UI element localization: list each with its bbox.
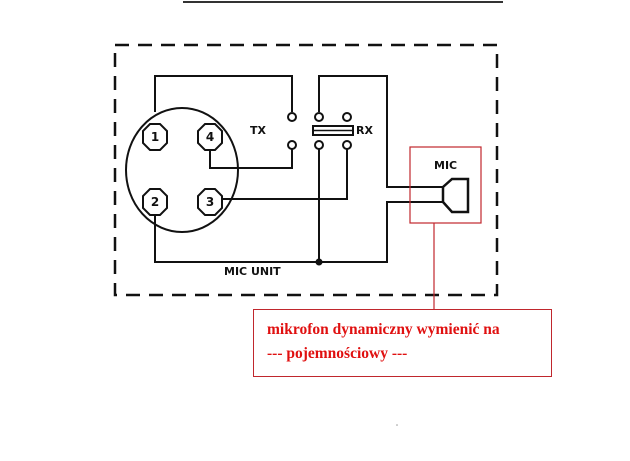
pin-4-label: 4	[206, 130, 214, 144]
connector-pins	[142, 123, 223, 216]
annotation-line-2: --- pojemnościowy ---	[267, 345, 408, 362]
connector-body	[125, 107, 239, 233]
annotation-box: mikrofon dynamiczny wymienić na --- poje…	[253, 309, 552, 377]
annotation-line-1: mikrofon dynamiczny wymienić na	[267, 321, 500, 338]
switch-terminals	[287, 112, 352, 150]
pin-2-label: 2	[151, 195, 159, 209]
mic-label: MIC	[434, 159, 457, 172]
tx-label: TX	[250, 124, 267, 137]
pin-3-label: 3	[206, 195, 214, 209]
mic-unit-boundary	[113, 43, 499, 297]
wires	[154, 75, 443, 263]
pin-1-label: 1	[151, 130, 159, 144]
rx-label: RX	[356, 124, 373, 137]
mic-unit-label: MIC UNIT	[224, 265, 281, 278]
microphone-icon	[441, 177, 470, 214]
mic-highlight-box	[409, 146, 482, 224]
junction-dot	[315, 258, 323, 266]
